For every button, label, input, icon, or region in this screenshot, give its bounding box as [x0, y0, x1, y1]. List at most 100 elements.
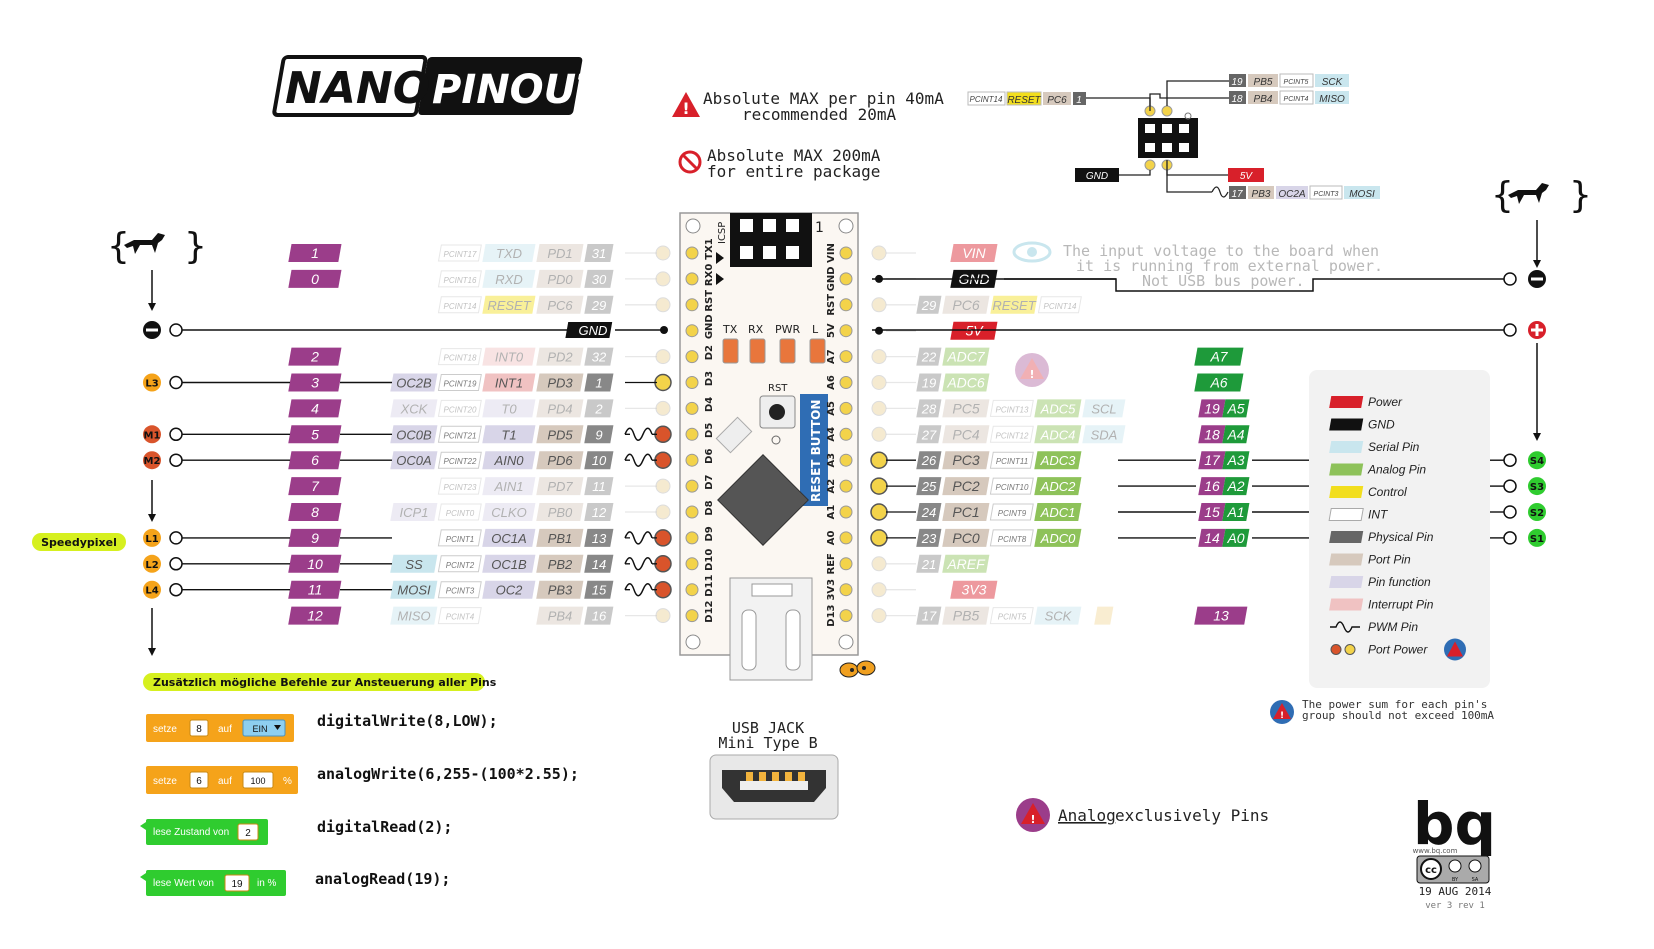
analog-pin-label: A0	[1226, 530, 1244, 546]
pin-extra-label: SS	[405, 557, 423, 572]
arduino-pin-number: 6	[311, 452, 319, 468]
pcint-label: PCINT11	[996, 457, 1028, 466]
analog-exclusive-prefix: Analog	[1058, 806, 1116, 825]
arduino-pin-number: 0	[311, 271, 319, 287]
pcint-label: PCINT14	[444, 302, 477, 311]
pin-function-label: ADC1	[1040, 505, 1076, 520]
board-pin-left	[685, 272, 699, 286]
physical-pin-label: 29	[591, 298, 606, 313]
legend-label: INT	[1368, 508, 1389, 522]
legend-item: Control	[1329, 485, 1407, 499]
usb-jack: USB JACK Mini Type B	[709, 719, 839, 820]
icsp-board-label: ICSP	[717, 222, 728, 244]
pin-function-label: AIN0	[494, 453, 525, 468]
port-pin-label: PC5	[952, 400, 979, 416]
arduino-pin-number: 17	[1204, 452, 1221, 468]
arduino-pin-number: 1	[311, 245, 319, 261]
block-digital-write: setze 8 auf EIN digitalWrite(8,LOW);	[146, 712, 498, 742]
pin-extra-label: MISO	[397, 609, 430, 624]
pin-function-label: CLKO	[491, 505, 526, 520]
physical-pin-label: 22	[921, 350, 937, 365]
port-pin-label: PC4	[952, 426, 979, 442]
physical-pin-label: 21	[921, 557, 936, 572]
arduino-pin-number: 11	[308, 582, 323, 598]
led-indicators: TX RX PWR L	[722, 323, 826, 364]
board-pin-left	[685, 427, 699, 441]
block3-code: digitalRead(2);	[317, 818, 452, 836]
board-pin-right	[839, 324, 853, 338]
svg-text:{: {	[107, 226, 130, 267]
physical-pin-label: 32	[592, 350, 607, 365]
port-pin-label: 3V3	[962, 582, 987, 598]
cc-icon: cc	[1425, 865, 1437, 876]
board-pin-left-label: RST	[704, 290, 715, 312]
right-row: VIN	[871, 244, 998, 262]
pin-connector	[870, 451, 888, 469]
microcontroller-chip	[717, 454, 809, 546]
board-pin-left-label: TX1	[704, 238, 715, 260]
physical-pin-label: 14	[592, 557, 606, 572]
svg-text:}: }	[1569, 175, 1592, 216]
pin-connector	[654, 555, 672, 573]
svg-text:!: !	[1030, 813, 1035, 826]
svg-text:!: !	[1029, 368, 1034, 381]
legend-label: Port Pin	[1368, 553, 1411, 567]
marker-l1-label: L1	[145, 534, 158, 545]
board-pin-right	[839, 401, 853, 415]
board-pin-left	[685, 298, 699, 312]
physical-pin-label: 30	[592, 272, 607, 287]
marker-m2	[143, 451, 161, 470]
board-pin-right-label: A3	[826, 453, 837, 468]
board-pin-left-label: D4	[704, 397, 715, 412]
pin-extra-label: OC0A	[396, 453, 431, 468]
icsp-pcint5: PCINT5	[1284, 79, 1309, 86]
icsp-18: 18	[1231, 94, 1243, 105]
physical-pin-label: 31	[592, 246, 606, 261]
pcint-label: PCINT2	[446, 561, 475, 570]
pin-extra-label: ICP1	[400, 505, 429, 520]
pcint-label: PCINT9	[998, 509, 1027, 518]
pin-function-label: RXD	[495, 272, 522, 287]
legend-item: Power	[1329, 395, 1403, 409]
block4-unit: in %	[257, 878, 277, 889]
board-pin-right-label: GND	[826, 266, 837, 291]
board-pin-left-label: D11	[704, 575, 715, 597]
board-pin-left	[685, 531, 699, 545]
arduino-pin-number: 13	[1213, 608, 1229, 624]
board-pin-right-label: A2	[826, 479, 837, 494]
port-pin-label: PC2	[952, 478, 979, 494]
port-pin-label: PB3	[548, 583, 573, 598]
bq-url: www.bq.com	[1413, 847, 1458, 855]
legend-label: Interrupt Pin	[1368, 598, 1434, 612]
legend-label: Power	[1368, 395, 1403, 409]
board-pin-left	[685, 609, 699, 623]
analog-warning-triangle: !	[1015, 353, 1049, 387]
pwm-wave-icon	[624, 427, 653, 442]
analog-exclusive-rest: exclusively Pins	[1115, 806, 1269, 825]
board-pin-right	[839, 479, 853, 493]
physical-pin-label: 2	[594, 401, 603, 416]
pin-connector	[655, 349, 671, 365]
legend-item: GND	[1329, 418, 1395, 432]
left-gnd-line: GND	[143, 321, 668, 339]
icsp-pc6: PC6	[1047, 95, 1067, 106]
pin-connector	[871, 349, 887, 365]
block1-setze: setze	[153, 724, 177, 735]
physical-pin-label: 11	[592, 479, 606, 494]
port-pin-label: PD6	[547, 453, 573, 468]
marker-s3	[1528, 477, 1546, 496]
board-pin-right	[839, 531, 853, 545]
pcint-label: PCINT14	[1044, 302, 1077, 311]
port-pin-label: PD1	[547, 246, 572, 261]
pin-connector	[655, 400, 671, 416]
legend-item: Interrupt Pin	[1329, 598, 1434, 612]
butterfly-icon	[839, 660, 876, 678]
marker-s4	[1528, 451, 1546, 470]
pin-function-label: RESET	[487, 298, 531, 313]
